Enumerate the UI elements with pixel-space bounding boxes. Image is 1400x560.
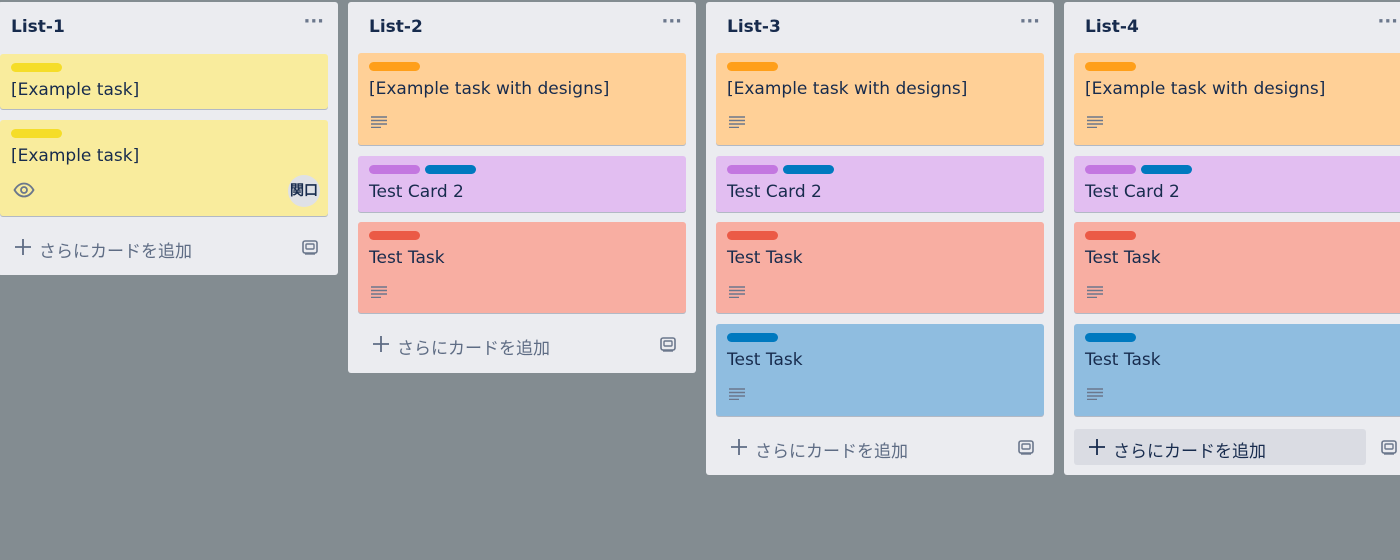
list-2: List-2 ··· [Example task with designs] T… bbox=[348, 2, 696, 373]
card[interactable]: Test Task bbox=[1074, 324, 1400, 416]
label-purple[interactable] bbox=[1085, 165, 1136, 174]
add-card-label: さらにカードを追加 bbox=[39, 242, 192, 262]
list-3: List-3 ··· [Example task with designs] T… bbox=[706, 2, 1054, 475]
card[interactable]: Test Card 2 bbox=[358, 156, 686, 212]
list-header[interactable]: List-2 ··· bbox=[348, 2, 696, 54]
add-card-button[interactable]: さらにカードを追加 bbox=[0, 229, 270, 265]
card-template-icon[interactable] bbox=[301, 238, 319, 256]
card[interactable]: Test Task bbox=[716, 222, 1044, 313]
label-blue[interactable] bbox=[425, 165, 476, 174]
label-orange[interactable] bbox=[369, 62, 420, 71]
card[interactable]: [Example task with designs] bbox=[358, 53, 686, 145]
card[interactable]: [Example task] 関口 bbox=[0, 120, 328, 216]
card[interactable]: Test Card 2 bbox=[716, 156, 1044, 212]
card[interactable]: Test Task bbox=[358, 222, 686, 313]
ellipsis-icon[interactable]: ··· bbox=[1377, 11, 1398, 32]
add-card-label: さらにカードを追加 bbox=[1113, 442, 1266, 462]
label-red[interactable] bbox=[369, 231, 420, 240]
card-title: Test Task bbox=[369, 248, 445, 268]
description-icon bbox=[1087, 116, 1103, 128]
label-purple[interactable] bbox=[727, 165, 778, 174]
card-title: Test Card 2 bbox=[369, 182, 464, 202]
card-template-icon[interactable] bbox=[1017, 438, 1035, 456]
list-header[interactable]: List-1 ··· bbox=[0, 2, 338, 54]
card[interactable]: [Example task with designs] bbox=[716, 53, 1044, 145]
description-icon bbox=[1087, 388, 1103, 400]
list-1: List-1 ··· [Example task] [Example task]… bbox=[0, 2, 338, 275]
list-title[interactable]: List-4 bbox=[1085, 17, 1139, 37]
label-blue[interactable] bbox=[727, 333, 778, 342]
card-title: [Example task with designs] bbox=[1085, 79, 1326, 99]
list-title[interactable]: List-1 bbox=[11, 17, 65, 37]
description-icon bbox=[729, 116, 745, 128]
add-card-button[interactable]: さらにカードを追加 bbox=[716, 429, 996, 465]
member-avatar[interactable]: 関口 bbox=[288, 175, 320, 207]
label-blue[interactable] bbox=[1141, 165, 1192, 174]
card-template-icon[interactable] bbox=[659, 335, 677, 353]
label-blue[interactable] bbox=[1085, 333, 1136, 342]
description-icon bbox=[371, 286, 387, 298]
card[interactable]: [Example task] bbox=[0, 54, 328, 109]
card-title: [Example task with designs] bbox=[727, 79, 968, 99]
plus-icon bbox=[731, 439, 747, 455]
card[interactable]: Test Task bbox=[716, 324, 1044, 416]
card-title: Test Task bbox=[1085, 248, 1161, 268]
card-title: Test Task bbox=[1085, 350, 1161, 370]
add-card-label: さらにカードを追加 bbox=[397, 339, 550, 359]
card[interactable]: Test Card 2 bbox=[1074, 156, 1400, 212]
add-card-label: さらにカードを追加 bbox=[755, 442, 908, 462]
description-icon bbox=[729, 388, 745, 400]
description-icon bbox=[729, 286, 745, 298]
list-header[interactable]: List-3 ··· bbox=[706, 2, 1054, 54]
label-red[interactable] bbox=[1085, 231, 1136, 240]
list-title[interactable]: List-3 bbox=[727, 17, 781, 37]
ellipsis-icon[interactable]: ··· bbox=[661, 11, 682, 32]
plus-icon bbox=[1089, 439, 1105, 455]
list-title[interactable]: List-2 bbox=[369, 17, 423, 37]
list-4: List-4 ··· [Example task with designs] T… bbox=[1064, 2, 1400, 475]
card-title: Test Task bbox=[727, 248, 803, 268]
add-card-button[interactable]: さらにカードを追加 bbox=[1074, 429, 1366, 465]
card-title: Test Card 2 bbox=[727, 182, 822, 202]
card-title: Test Task bbox=[727, 350, 803, 370]
card-title: [Example task with designs] bbox=[369, 79, 610, 99]
card-template-icon[interactable] bbox=[1380, 438, 1398, 456]
label-purple[interactable] bbox=[369, 165, 420, 174]
ellipsis-icon[interactable]: ··· bbox=[1019, 11, 1040, 32]
label-blue[interactable] bbox=[783, 165, 834, 174]
label-yellow[interactable] bbox=[11, 63, 62, 72]
label-orange[interactable] bbox=[727, 62, 778, 71]
list-header[interactable]: List-4 ··· bbox=[1064, 2, 1400, 54]
card[interactable]: Test Task bbox=[1074, 222, 1400, 313]
ellipsis-icon[interactable]: ··· bbox=[303, 11, 324, 32]
card-title: [Example task] bbox=[11, 146, 140, 166]
eye-icon bbox=[13, 182, 35, 198]
plus-icon bbox=[15, 239, 31, 255]
add-card-button[interactable]: さらにカードを追加 bbox=[358, 326, 638, 362]
label-red[interactable] bbox=[727, 231, 778, 240]
description-icon bbox=[1087, 286, 1103, 298]
card-title: Test Card 2 bbox=[1085, 182, 1180, 202]
card-title: [Example task] bbox=[11, 80, 140, 100]
card[interactable]: [Example task with designs] bbox=[1074, 53, 1400, 145]
label-orange[interactable] bbox=[1085, 62, 1136, 71]
description-icon bbox=[371, 116, 387, 128]
plus-icon bbox=[373, 336, 389, 352]
label-yellow[interactable] bbox=[11, 129, 62, 138]
